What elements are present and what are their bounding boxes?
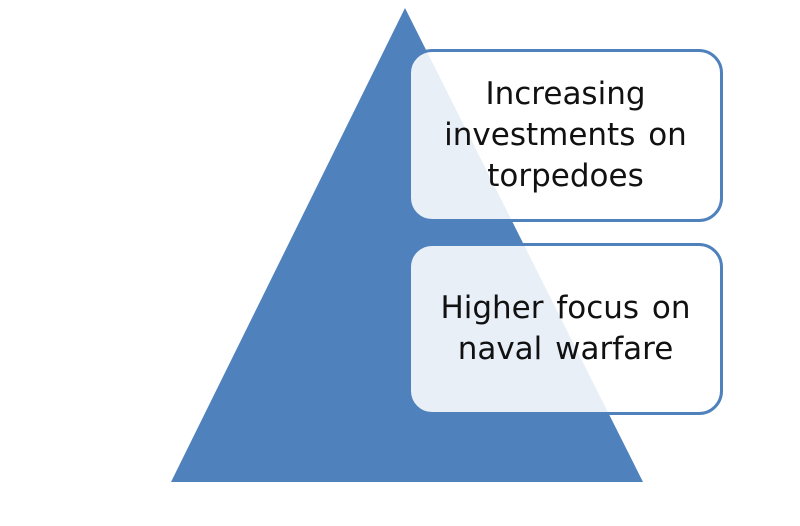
callout-box-top: Increasing investments on torpedoes (408, 49, 723, 222)
callout-label-bottom: Higher focus on naval warfare (440, 290, 691, 367)
callout-box-bottom: Higher focus on naval warfare (408, 243, 723, 415)
callout-label-top: Increasing investments on torpedoes (444, 76, 687, 194)
